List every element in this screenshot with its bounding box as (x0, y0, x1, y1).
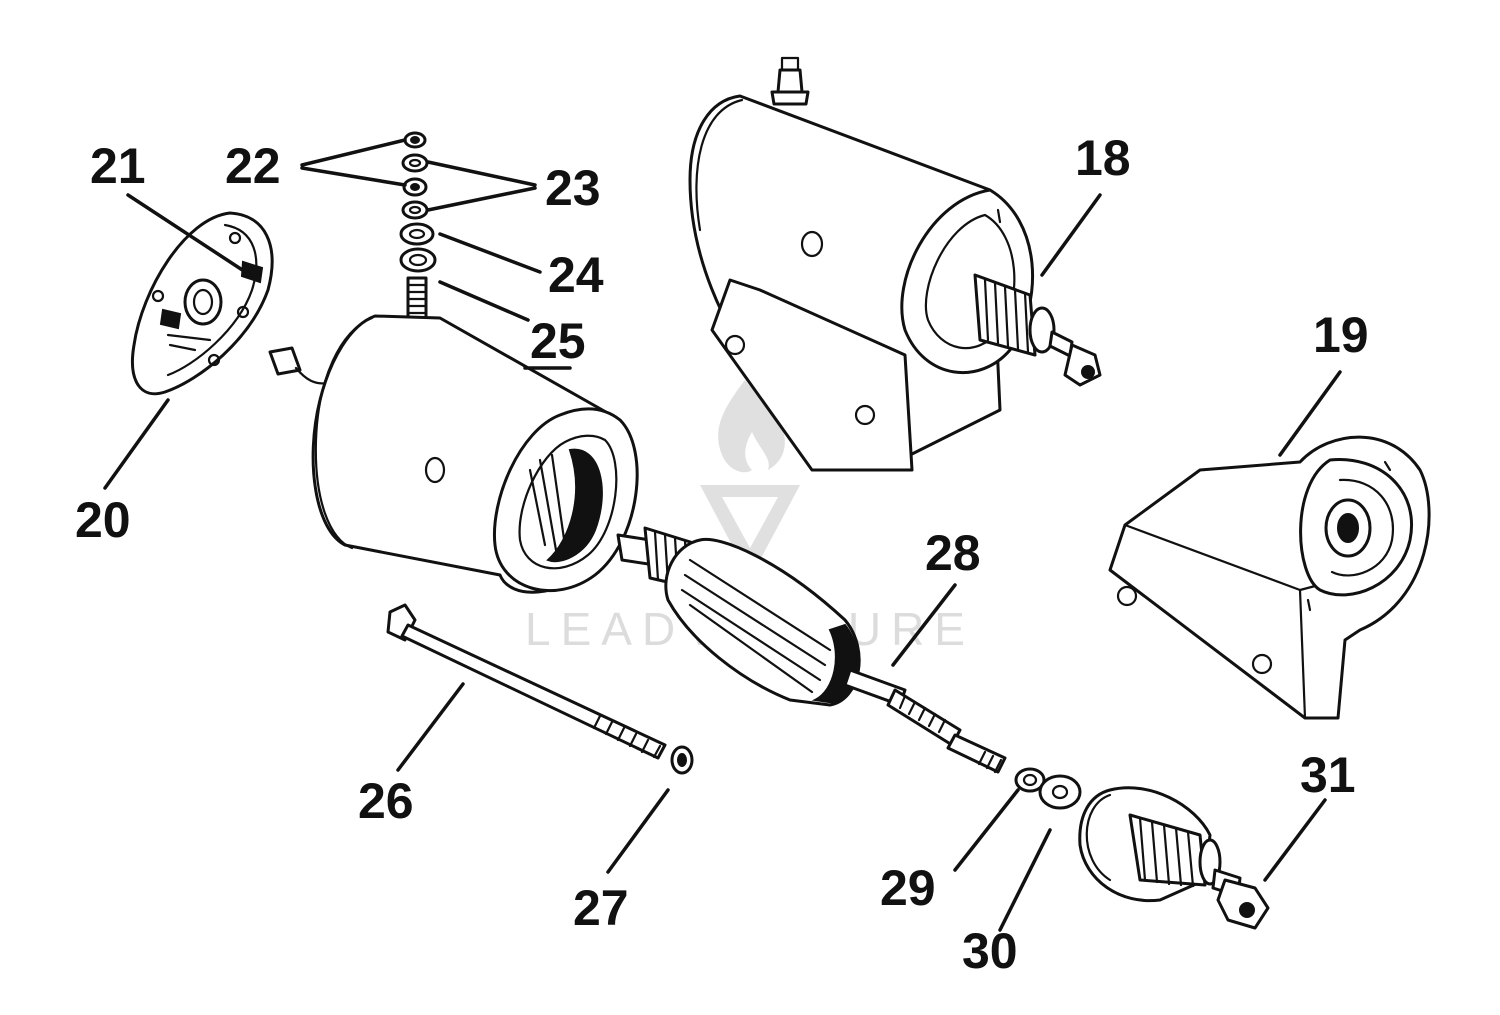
field-frame-housing (311, 314, 639, 594)
leader-19 (1278, 370, 1342, 457)
callout-20: 20 (75, 492, 131, 548)
leader-21 (126, 193, 252, 277)
part-18-starter-motor (688, 56, 1102, 472)
callout-24: 24 (548, 247, 604, 303)
leader-23a (426, 160, 537, 187)
callout-22: 22 (225, 138, 281, 194)
callout-21: 21 (90, 138, 146, 194)
watermark-flame-icon (718, 380, 785, 473)
callout-28: 28 (925, 525, 981, 581)
callout-26: 26 (358, 773, 414, 829)
leader-26 (396, 682, 465, 772)
leader-24 (438, 232, 542, 274)
leader-28 (891, 583, 957, 667)
callout-30: 30 (962, 923, 1018, 979)
leader-20 (103, 398, 170, 490)
part-27-lock-washer (670, 745, 694, 775)
callout-18: 18 (1075, 130, 1131, 186)
leader-30 (998, 828, 1052, 932)
callout-numbers: 18 19 20 21 22 23 24 25 26 27 28 29 30 3… (75, 130, 1369, 979)
leader-22a (300, 138, 407, 167)
callout-25: 25 (530, 313, 586, 369)
callout-31: 31 (1300, 747, 1356, 803)
callout-19: 19 (1313, 307, 1369, 363)
brush-lead-terminal (268, 346, 330, 385)
leader-25 (438, 280, 530, 322)
leader-22b (300, 166, 407, 187)
callout-29: 29 (880, 860, 936, 916)
leader-27 (606, 788, 670, 874)
part-26-through-bolt (386, 603, 667, 760)
part-28-armature (616, 526, 1007, 774)
part-30-thrust-washer (1038, 774, 1082, 810)
leader-23b (426, 186, 537, 212)
part-31-nut (1216, 878, 1270, 930)
callout-27: 27 (573, 880, 629, 936)
drive-pinion-assembly (1078, 786, 1242, 903)
part-19-drive-end-housing (1108, 435, 1431, 720)
callout-23: 23 (545, 160, 601, 216)
leader-31 (1263, 798, 1327, 882)
part-20-end-cap (131, 211, 274, 396)
leader-29 (953, 788, 1020, 872)
leader-lines (103, 138, 1342, 932)
watermark-v-icon (700, 485, 800, 560)
part-29-thrust-washer (1014, 767, 1046, 793)
leader-18 (1040, 193, 1102, 277)
